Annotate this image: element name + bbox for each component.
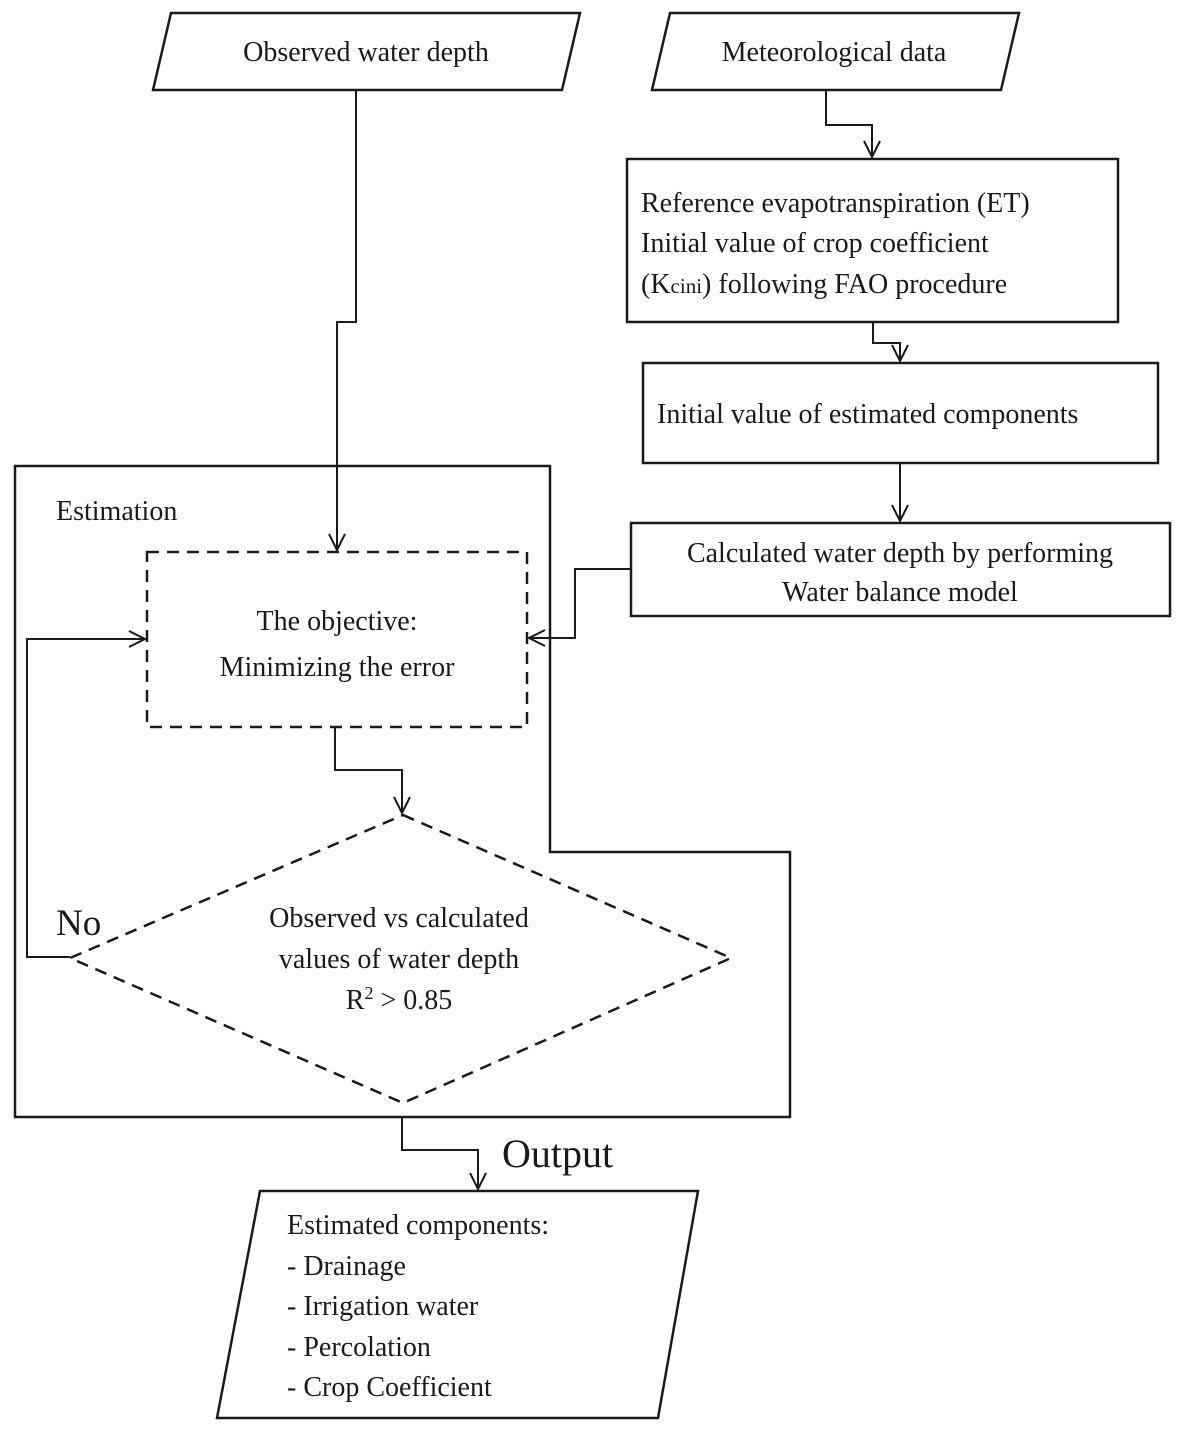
edge-water-balance-to-objective: [526, 568, 631, 647]
decision-line1: Observed vs calculated: [269, 903, 529, 934]
objective-node: The objective: Minimizing the error: [145, 550, 529, 729]
edge-observed-to-objective: [328, 90, 357, 553]
edge-label-output: Output: [502, 1131, 613, 1176]
initial-values-label: Initial value of estimated components: [657, 399, 1078, 430]
output-title: Estimated components:: [287, 1210, 549, 1241]
edge-label-no: No: [56, 903, 101, 944]
edge-objective-to-decision: [334, 727, 411, 816]
meteorological-data-label: Meteorological data: [722, 37, 947, 68]
output-item-percolation: - Percolation: [287, 1332, 431, 1363]
observed-water-depth-node: Observed water depth: [151, 11, 582, 92]
water-balance-line1: Calculated water depth by performing: [687, 538, 1113, 569]
meteorological-data-node: Meteorological data: [650, 11, 1021, 92]
edge-meteo-to-reference-et: [825, 90, 881, 160]
objective-line1: The objective:: [257, 606, 418, 637]
estimation-group-outline: [13, 464, 792, 1119]
decision-line2: values of water depth: [279, 944, 519, 975]
edge-initial-values-to-water-balance: [891, 463, 909, 524]
reference-et-line3-pre: (K: [641, 269, 671, 300]
output-item-drainage: - Drainage: [287, 1251, 406, 1282]
reference-evapotranspiration-node: Reference evapotranspiration (ET) Initia…: [625, 157, 1120, 324]
reference-et-line3-post: ) following FAO procedure: [702, 269, 1007, 300]
edge-decision-to-output: [401, 1117, 487, 1192]
edge-no-loop: [26, 630, 148, 958]
estimated-components-node: Estimated components: - Drainage - Irrig…: [215, 1189, 700, 1420]
reference-et-line2: Initial value of crop coefficient: [641, 228, 989, 259]
reference-et-line3-sub: cini: [671, 274, 703, 298]
initial-values-node: Initial value of estimated components: [641, 361, 1160, 465]
reference-et-line1: Reference evapotranspiration (ET): [641, 188, 1030, 219]
reference-et-line3: (Kcini) following FAO procedure: [641, 269, 1007, 300]
water-balance-line2: Water balance model: [782, 577, 1018, 608]
estimation-group-label: Estimation: [56, 496, 177, 527]
decision-line3-post: > 0.85: [373, 985, 452, 1016]
output-item-irrigation: - Irrigation water: [287, 1291, 479, 1322]
water-balance-node: Calculated water depth by performing Wat…: [629, 521, 1172, 618]
objective-line2: Minimizing the error: [220, 652, 456, 683]
output-item-crop-coefficient: - Crop Coefficient: [287, 1372, 492, 1403]
edge-reference-et-to-initial-values: [872, 322, 909, 364]
decision-node: Observed vs calculated values of water d…: [66, 813, 735, 1105]
decision-line3-sup: 2: [364, 983, 373, 1003]
observed-water-depth-label: Observed water depth: [243, 37, 489, 68]
decision-line3: R2 > 0.85: [346, 983, 452, 1016]
decision-line3-pre: R: [346, 985, 365, 1016]
